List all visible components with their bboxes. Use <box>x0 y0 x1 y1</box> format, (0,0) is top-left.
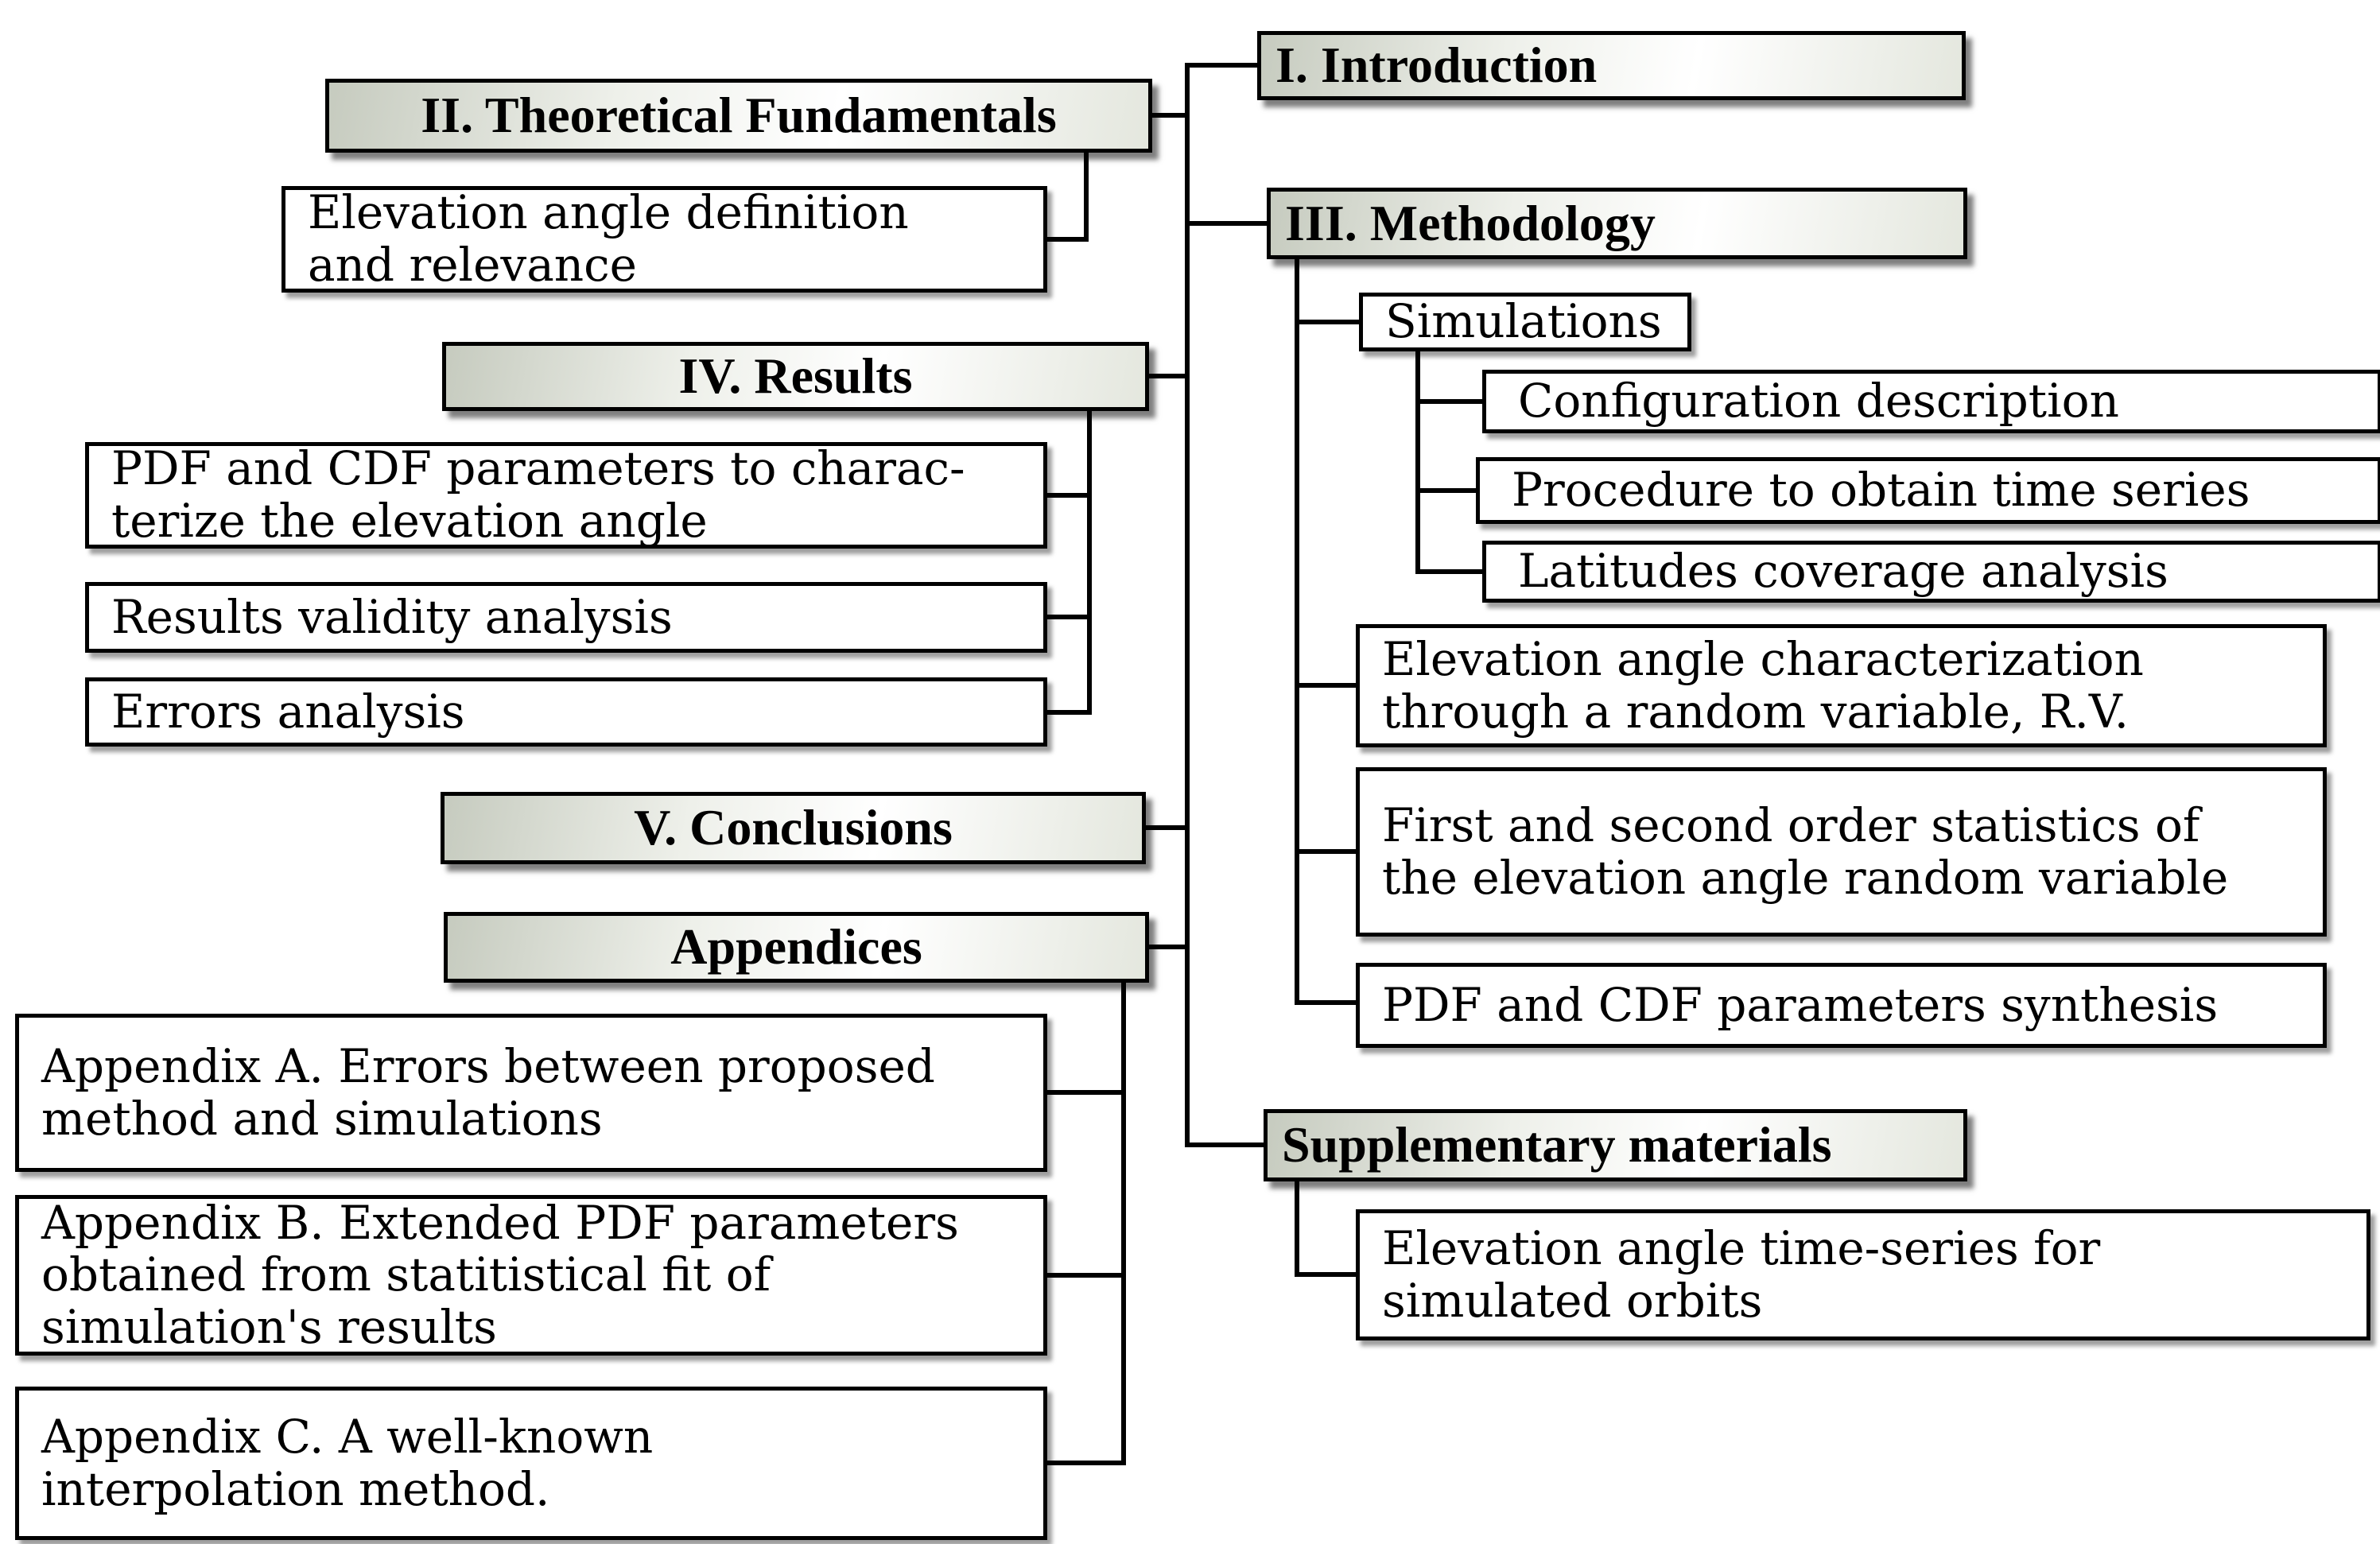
node-section-appendices: Appendices <box>444 912 1149 983</box>
connector-simulations-stub <box>1299 320 1359 324</box>
connector-elev-time-stub <box>1295 1272 1356 1277</box>
node-errors-analysis: Errors analysis <box>85 677 1047 747</box>
node-appendix-b: Appendix B. Extended PDF parameters obta… <box>15 1195 1047 1356</box>
node-results-validity-analysis: Results validity analysis <box>85 582 1047 653</box>
connector-appendices-drop <box>1121 983 1126 1465</box>
node-elevation-angle-definition: Elevation angle definition and relevance <box>281 186 1047 293</box>
node-section-results: IV. Results <box>442 342 1149 411</box>
connector-stub-theoretical <box>1152 113 1185 118</box>
connector-stub-conclusions <box>1146 825 1185 830</box>
connector-stub-introduction <box>1190 63 1257 68</box>
connector-elev-char-stub <box>1299 683 1356 688</box>
node-pdf-cdf-synthesis: PDF and CDF parameters synthesis <box>1356 963 2327 1048</box>
node-pdf-cdf-characterize: PDF and CDF parameters to charac- terize… <box>85 442 1047 549</box>
node-procedure-time-series: Procedure to obtain time series <box>1476 457 2380 524</box>
node-appendix-c: Appendix C. A well-known interpolation m… <box>15 1387 1047 1540</box>
node-configuration-description: Configuration description <box>1482 370 2380 433</box>
connector-app-b-stub <box>1047 1273 1121 1278</box>
connector-pdf-cdf-char-stub <box>1047 493 1087 498</box>
connector-stub-appendices <box>1149 945 1185 949</box>
node-simulations: Simulations <box>1359 293 1691 351</box>
node-section-theoretical-fundamentals: II. Theoretical Fundamentals <box>325 79 1152 153</box>
node-appendix-a: Appendix A. Errors between proposed meth… <box>15 1014 1047 1172</box>
node-elevation-time-series: Elevation angle time-series for simulate… <box>1356 1209 2370 1340</box>
connector-theoretical-drop <box>1084 153 1089 242</box>
connector-simulations-drop <box>1415 351 1420 574</box>
connector-stub-supplementary <box>1190 1142 1264 1147</box>
node-section-supplementary-materials: Supplementary materials <box>1264 1109 1967 1181</box>
connector-stub-results <box>1149 374 1185 378</box>
connector-app-a-stub <box>1047 1090 1121 1095</box>
connector-pdf-synthesis-stub <box>1295 1000 1356 1005</box>
connector-elev-def-stub <box>1047 237 1084 242</box>
node-section-methodology: III. Methodology <box>1267 188 1967 259</box>
node-first-second-order-statistics: First and second order statistics of the… <box>1356 767 2327 937</box>
node-section-introduction: I. Introduction <box>1257 31 1966 100</box>
connector-stub-methodology <box>1190 221 1267 226</box>
node-elevation-angle-characterization: Elevation angle characterization through… <box>1356 624 2327 747</box>
connector-results-drop <box>1087 411 1092 715</box>
connector-trunk-vertical <box>1185 63 1190 1147</box>
connector-results-validity-stub <box>1047 615 1087 619</box>
node-latitudes-coverage: Latitudes coverage analysis <box>1482 541 2380 603</box>
connector-supplementary-drop <box>1295 1181 1299 1277</box>
connector-latitudes-stub <box>1415 569 1482 574</box>
connector-methodology-drop <box>1295 259 1299 1005</box>
connector-errors-stub <box>1047 710 1092 715</box>
connector-config-stub <box>1420 399 1482 404</box>
connector-app-c-stub <box>1047 1461 1126 1465</box>
connector-first-second-stub <box>1299 849 1356 854</box>
connector-procedure-stub <box>1420 488 1476 493</box>
node-section-conclusions: V. Conclusions <box>441 792 1146 864</box>
